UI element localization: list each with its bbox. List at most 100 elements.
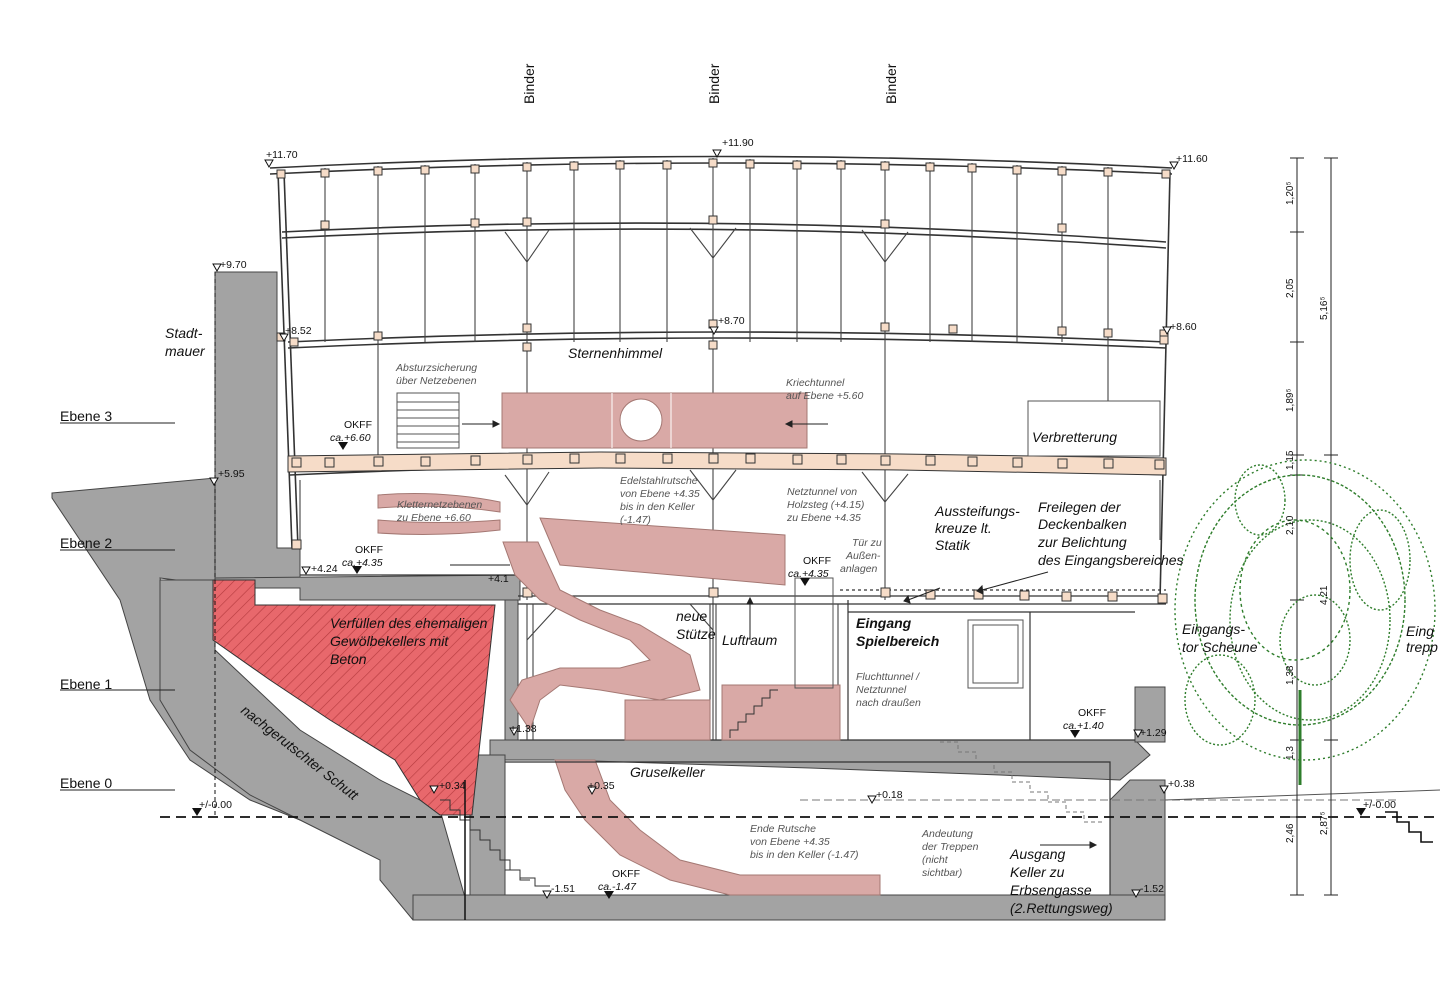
okff-l5-text: OKFF [612,868,640,880]
level-label-3: Ebene 3 [60,408,112,424]
elevations-l129-text: +1.29 [1140,727,1167,739]
elevations-zero-right-text: +/-0.00 [1363,799,1396,811]
dimensions-d4-text: 1,15 [1285,450,1296,470]
basement-wall-right [1109,779,1166,896]
dimensions-d2-text: 2,05 [1285,278,1296,298]
elevations-l035-text: +0.35 [588,780,615,792]
terrain-right [1164,789,1440,801]
crawl-tunnel-opening [619,398,663,442]
labels-ausgang-2-text: Keller zu [1010,864,1065,880]
okff-l1-text: OKFF [344,419,372,431]
roof-mid-chord [281,222,1167,243]
elevations-wall-top-text: +9.70 [220,259,247,271]
binder-label-3: Binder [883,63,899,104]
labels-luftraum-text: Luftraum [722,632,778,648]
labels-tuer-1-text: Tür zu [852,537,882,549]
ledge-e2 [214,574,521,601]
elevations-l138-text: +1.38 [510,723,537,735]
floor-slab-e1 [489,739,1151,781]
labels-eingang-2-text: Spielbereich [856,633,939,649]
labels-ende-3-text: bis in den Keller (-1.47) [750,849,859,861]
dimension-labels: 1,20⁵ 2,05 1,89⁵ 1,15 2,10 1,38 2,46 5,1… [1285,181,1330,843]
dimensions-d10-text: 2,87⁵ [1319,811,1330,835]
beam-nodes [276,158,1171,352]
labels-verbretterung-text: Verbretterung [1032,429,1117,445]
basement-floor [412,894,1166,921]
posts [324,158,1109,740]
hidden-stairs [940,741,1102,823]
elevations-l41-text: +4.1 [488,573,509,585]
labels-neue-1-text: neue [676,608,707,624]
braces [299,227,1161,540]
wall-left-upper-2 [283,171,299,549]
fall-protection [396,392,460,449]
labels-ende-1-text: Ende Rutsche [750,823,816,835]
escape-tunnel [721,684,841,741]
labels-kletter-2-text: zu Ebene +6.60 [396,512,471,524]
labels-edel-1-text: Edelstahlrutsche [620,475,698,487]
slide-lower [554,759,881,896]
climbing-net-2 [377,519,501,535]
elevations-l870-text: +8.70 [718,315,745,327]
elevation-markers [209,149,1179,900]
level-label-1: Ebene 1 [60,676,112,692]
labels-tuer-3-text: anlagen [840,563,878,575]
floor-e3-nodes [291,453,1165,470]
elevations-l018-text: +0.18 [876,789,903,801]
wall-right-upper [1159,171,1171,601]
okff-labels: OKFF ca.+6.60 OKFF ca.+4.35 OKFF ca.+4.3… [330,419,1106,893]
level-lines [60,422,175,791]
dimensions-d1-text: 1,20⁵ [1285,181,1296,205]
labels-eingang-r-2-text: trepp [1406,639,1438,655]
labels-kriech-2-text: auf Ebene +5.60 [786,390,864,402]
okff-l3-text: OKFF [803,555,831,567]
labels-aussteif-2-text: kreuze lt. [935,520,992,536]
roof-mid-chord-2 [281,228,1167,249]
labels-andeut-1-text: Andeutung [921,828,973,840]
dimensions-d9-text: 4,21 [1319,585,1330,605]
door-outside [794,577,834,689]
net-tunnel [539,517,786,586]
labels-flucht-2-text: Netztunnel [856,684,907,696]
okff-markers [192,442,1366,899]
level-labels: Ebene 3 Ebene 2 Ebene 1 Ebene 0 [60,408,112,791]
labels-netz-3-text: zu Ebene +4.35 [786,512,861,524]
labels-absturz-1-text: Absturzsicherung [395,362,477,374]
floor-e3 [287,451,1167,476]
dimensions-d6-text: 1,38 [1285,665,1296,685]
labels-ausgang-1-text: Ausgang [1009,846,1065,862]
elevations-zero-left-text: +/-0.00 [199,799,232,811]
basement-outline [505,761,1111,895]
masonry [51,271,1166,921]
labels-ausgang-4-text: (2.Rettungsweg) [1010,900,1113,916]
binder-label-2: Binder [706,63,722,104]
labels-andeut-3-text: (nicht [922,854,949,866]
sternenhimmel-label: Sternenhimmel [568,345,663,361]
labels-netz-1-text: Netztunnel von [787,486,857,498]
elevations-l038-text: +0.38 [1168,778,1195,790]
binder-labels: Binder Binder Binder [521,63,899,104]
dimensions-d5-text: 2,10 [1285,515,1296,535]
elevations-top-left-text: +11.70 [266,149,298,161]
dimensions-d3-text: 1,89⁵ [1285,388,1296,412]
elevations-l034-text: +0.34 [439,780,466,792]
roof-lower-chord [287,331,1167,343]
okff-v1-text: ca.+6.60 [330,432,371,444]
elevations-m151-text: -1.51 [551,883,575,895]
labels-flucht-3-text: nach draußen [856,697,921,709]
labels-eingang-1-text: Eingang [856,615,912,631]
dimensions-d7-text: 2,46 [1285,823,1296,843]
labels-absturz-2-text: über Netzebenen [396,375,477,387]
dimensions-d11-text: 1,3 [1285,746,1296,760]
slide-upper [502,541,701,732]
labels-neue-2-text: Stütze [676,626,716,642]
labels-edel-2-text: von Ebene +4.35 [620,488,700,500]
arrows [450,420,1098,849]
labels-frei-2-text: Deckenbalken [1038,516,1127,532]
play-elements [377,392,881,896]
okff-l2-text: OKFF [355,544,383,556]
labels-ende-2-text: von Ebene +4.35 [750,836,830,848]
labels-aussteif-3-text: Statik [935,537,971,553]
labels-edel-4-text: (-1.47) [620,514,651,526]
